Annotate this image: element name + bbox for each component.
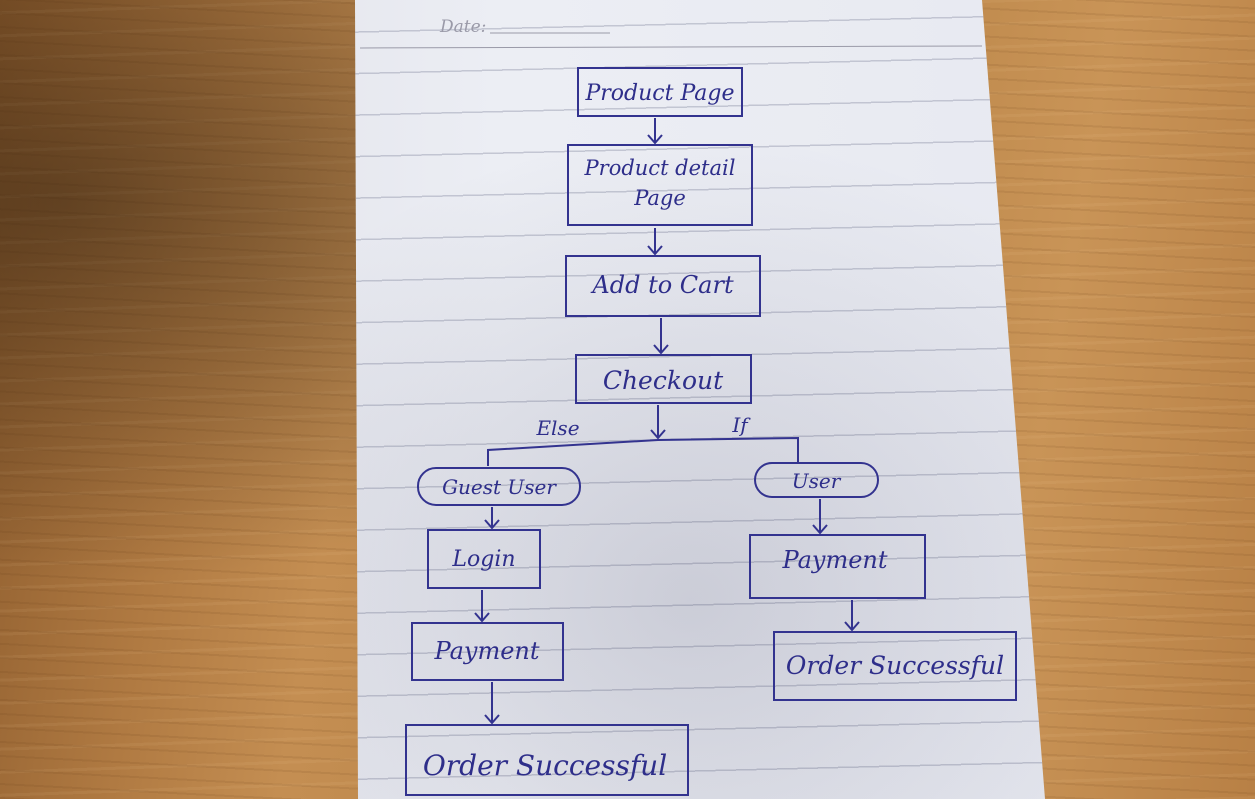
order-left-box [405, 724, 689, 796]
user-label: User [792, 469, 842, 493]
arrow-icon [650, 405, 666, 440]
product-page-box [577, 67, 743, 117]
payment-right-label: Payment [782, 546, 888, 574]
order-right-box [773, 631, 1017, 701]
product-detail-label-1: Product detail [584, 156, 736, 180]
branch-line [487, 436, 799, 466]
arrow-icon [653, 318, 669, 355]
date-line [359, 32, 983, 49]
else-label: Else [535, 416, 579, 440]
arrow-icon [474, 590, 490, 623]
arrow-icon [647, 228, 663, 256]
product-detail-box [567, 144, 753, 226]
add-to-cart-box [565, 255, 761, 317]
guest-user-oval [417, 467, 581, 506]
if-label: If [731, 413, 751, 437]
login-label: Login [451, 547, 515, 572]
shapes [405, 67, 1017, 796]
user-oval [754, 462, 879, 498]
checkout-label: Checkout [603, 366, 724, 395]
date-label: Date: [439, 17, 486, 37]
product-detail-label-2: Page [633, 186, 686, 210]
arrow-icon [844, 600, 860, 632]
arrow-icon [647, 118, 663, 145]
login-box [427, 529, 541, 589]
arrow-icon [484, 507, 500, 530]
product-page-label: Product Page [584, 81, 734, 106]
checkout-box [575, 354, 752, 404]
add-to-cart-label: Add to Cart [590, 271, 734, 299]
guest-user-label: Guest User [442, 475, 557, 499]
payment-left-label: Payment [434, 637, 540, 665]
arrow-icon [812, 499, 828, 535]
order-left-label: Order Successful [423, 749, 667, 782]
payment-left-box [411, 622, 564, 681]
arrow-icon [484, 682, 500, 725]
order-right-label: Order Successful [786, 651, 1004, 680]
payment-right-box [749, 534, 926, 599]
